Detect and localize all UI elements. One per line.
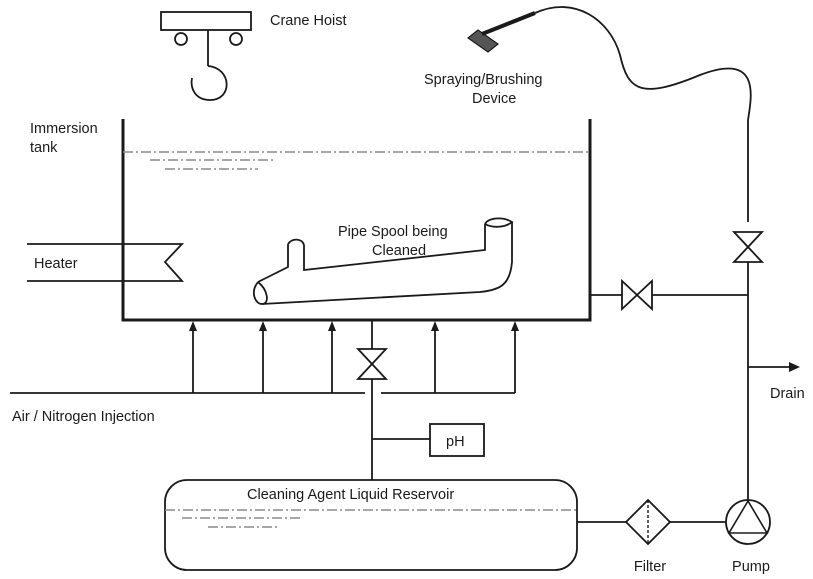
cleaning-agent-reservoir <box>164 479 578 571</box>
spray-line-valve-icon <box>731 231 765 263</box>
ph-sensor-box <box>429 423 485 457</box>
filter-icon <box>624 498 672 546</box>
air-injection-manifold <box>10 321 519 394</box>
heater-element <box>27 243 185 282</box>
pump-label: Pump <box>732 559 770 575</box>
filter-label: Filter <box>634 559 666 575</box>
immersion-tank-label-line2: tank <box>30 140 58 156</box>
spraying-label-line2: Device <box>472 91 516 107</box>
crane-hoist-label: Crane Hoist <box>270 13 347 29</box>
crane-hoist-icon <box>160 11 252 101</box>
immersion-tank-label-line1: Immersion <box>30 121 98 137</box>
tank-outlet-valve-icon <box>355 348 389 380</box>
spray-nozzle-icon <box>466 11 536 53</box>
drain-label: Drain <box>770 386 805 402</box>
pipe-spool-label-line2: Cleaned <box>372 243 426 259</box>
spray-hose <box>534 6 752 222</box>
pump-icon <box>725 499 771 545</box>
tank-return-valve-icon <box>621 278 653 312</box>
immersion-tank <box>121 119 592 322</box>
pipe-spool-label-line1: Pipe Spool being <box>338 224 448 240</box>
reservoir-label: Cleaning Agent Liquid Reservoir <box>247 487 454 503</box>
ph-label: pH <box>446 434 465 450</box>
drain-arrow-icon <box>789 362 800 372</box>
spraying-label-line1: Spraying/Brushing <box>424 72 543 88</box>
heater-label: Heater <box>34 256 78 272</box>
air-injection-label: Air / Nitrogen Injection <box>12 409 155 425</box>
pipe-spool <box>253 217 514 305</box>
